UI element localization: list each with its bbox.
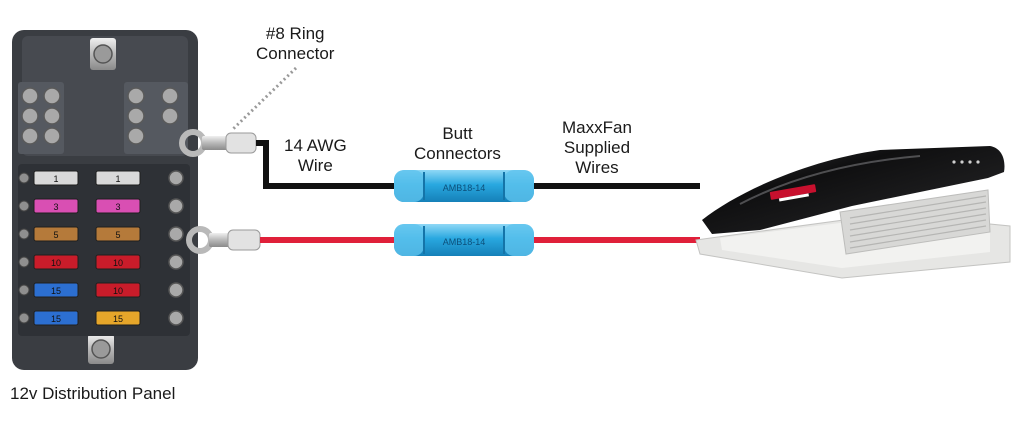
fuse-screw [168, 310, 184, 326]
fuse: 5 [33, 226, 79, 242]
fuse: 15 [33, 310, 79, 326]
fuse-rating: 10 [51, 258, 61, 268]
fuse-rating: 3 [53, 202, 58, 212]
ring-connector-red [186, 226, 261, 254]
ring-connector-black [179, 129, 257, 157]
terminal-screw [161, 87, 179, 105]
fuse: 3 [33, 198, 79, 214]
butt-connector-black: AMB18-14 [394, 170, 534, 202]
louvre-line [849, 219, 987, 243]
fuse-rating: 15 [113, 314, 123, 324]
maxxfan-vent [695, 146, 1011, 279]
fuse-screw [168, 282, 184, 298]
fuse-screw [168, 226, 184, 242]
fan-indicator-lights [952, 160, 980, 164]
terminal-screw [43, 127, 61, 145]
ring-connector-label-line: Connector [256, 44, 335, 63]
fuse-rating: 1 [53, 174, 58, 184]
fuse-slots: 1 3 5 10 15 15 1 3 5 10 10 15 [33, 170, 141, 326]
fuse-terminal-screws [18, 170, 184, 326]
fuse: 15 [33, 282, 79, 298]
louvre-line [849, 207, 987, 231]
panel-label: 12v Distribution Panel [10, 384, 176, 403]
wire-gauge-label: 14 AWG Wire [284, 136, 347, 176]
wire-gauge-label-line: Wire [297, 156, 333, 175]
ring-connector-label-line: #8 Ring [265, 24, 325, 43]
main-stud-bottom [88, 334, 114, 364]
terminal-screw [161, 107, 179, 125]
indicator-light [952, 160, 956, 164]
fuse-screw [18, 200, 30, 212]
ring-connector-leader [230, 66, 298, 132]
fuse-screw [168, 254, 184, 270]
distribution-panel: 1 3 5 10 15 15 1 3 5 10 10 15 [12, 30, 198, 370]
supplied-wires-label-line: Supplied [563, 138, 631, 157]
fuse: 5 [95, 226, 141, 242]
fan-lid-highlight [739, 155, 921, 205]
main-stud-top [90, 38, 116, 70]
fuse-rating: 5 [115, 230, 120, 240]
fuse-screw [18, 228, 30, 240]
fuse-rating: 15 [51, 314, 61, 324]
butt-connectors-label-line: Butt [442, 124, 473, 143]
fuse-screw [18, 284, 30, 296]
indicator-light [960, 160, 964, 164]
fuse-screw [18, 256, 30, 268]
indicator-light [968, 160, 972, 164]
butt-connector-red: AMB18-14 [394, 224, 534, 256]
fan-lid [702, 146, 1005, 234]
terminal-screw [21, 127, 39, 145]
splice-marking: AMB18-14 [443, 183, 486, 193]
fuse-bay [18, 164, 190, 336]
louvre-line [849, 195, 987, 219]
louvre-line [849, 213, 987, 237]
fuse: 1 [33, 170, 79, 186]
terminal-screw [127, 127, 145, 145]
fuse-screw [18, 312, 30, 324]
fuse: 3 [95, 198, 141, 214]
fuse: 10 [95, 254, 141, 270]
fuse-rating: 1 [115, 174, 120, 184]
fuse-rating: 10 [113, 258, 123, 268]
fuse-screw [168, 170, 184, 186]
terminal-screw [43, 107, 61, 125]
supplied-wires-label: MaxxFan Supplied Wires [562, 118, 632, 178]
fuse: 1 [95, 170, 141, 186]
brand-logo [769, 184, 817, 202]
terminal-screw [127, 107, 145, 125]
terminal-screw [43, 87, 61, 105]
fuse: 10 [33, 254, 79, 270]
fuse-rating: 5 [53, 230, 58, 240]
louvre-lines [849, 195, 987, 249]
terminal-screw [127, 87, 145, 105]
butt-connectors-label: Butt Connectors [414, 124, 501, 164]
fuse-screw [168, 198, 184, 214]
fuse-rating: 3 [115, 202, 120, 212]
supplied-wires-label-line: MaxxFan [562, 118, 632, 137]
terminal-screws [21, 87, 179, 145]
fuse: 10 [95, 282, 141, 298]
terminal-screw [21, 107, 39, 125]
black-wire [256, 140, 700, 189]
splice-marking: AMB18-14 [443, 237, 486, 247]
terminal-screw [21, 87, 39, 105]
fuse-rating: 10 [113, 286, 123, 296]
fuse-screw [18, 172, 30, 184]
wire-gauge-label-line: 14 AWG [284, 136, 347, 155]
fuse-rating: 15 [51, 286, 61, 296]
louvre-line [849, 225, 987, 249]
indicator-light [976, 160, 980, 164]
fuse: 15 [95, 310, 141, 326]
ring-connector-label: #8 Ring Connector [256, 24, 334, 64]
louvre-line [849, 201, 987, 225]
supplied-wires-label-line: Wires [575, 158, 619, 177]
butt-connectors-label-line: Connectors [414, 144, 501, 163]
